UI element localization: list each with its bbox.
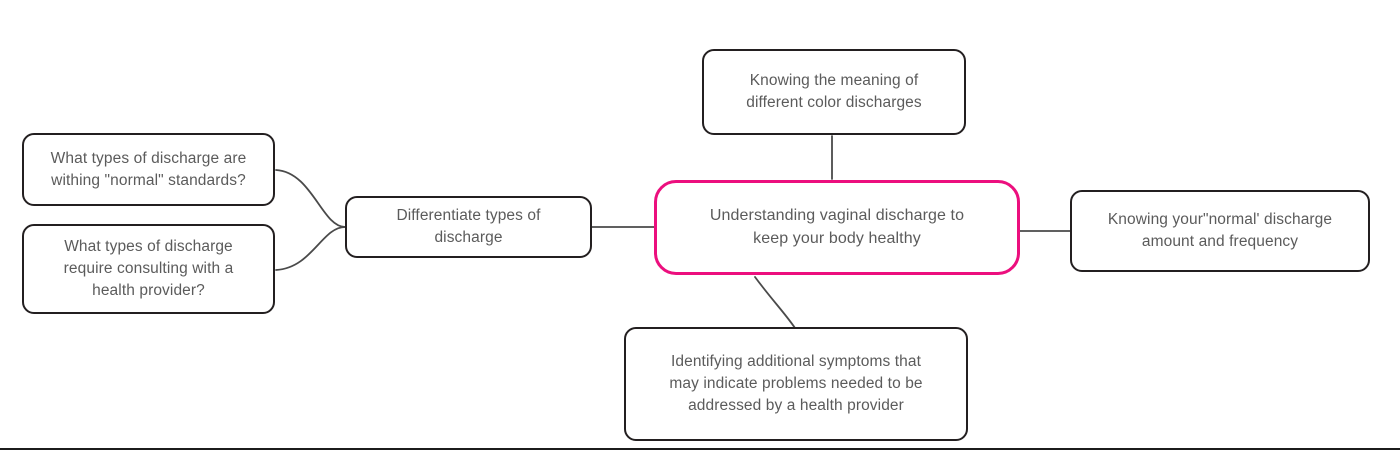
node-normal-amount-frequency[interactable]: Knowing your"normal' discharge amount an… bbox=[1070, 190, 1370, 272]
node-label-color-discharges: Knowing the meaning of different color d… bbox=[746, 72, 922, 111]
node-label-central: Understanding vaginal discharge to keep … bbox=[709, 206, 965, 247]
edge-differentiate-to-consult-provider bbox=[275, 226, 346, 271]
node-consult-provider[interactable]: What types of discharge require consulti… bbox=[22, 224, 275, 314]
node-label-additional-symptoms: Identifying additional symptoms that may… bbox=[669, 353, 923, 414]
node-additional-symptoms[interactable]: Identifying additional symptoms that may… bbox=[624, 327, 968, 441]
edge-differentiate-to-normal-standards bbox=[275, 169, 346, 228]
node-label-normal-standards: What types of discharge are withing "nor… bbox=[50, 149, 247, 189]
page-bottom-rule bbox=[0, 448, 1400, 450]
edge-central-to-additional-symptoms bbox=[754, 276, 796, 329]
node-central[interactable]: Understanding vaginal discharge to keep … bbox=[654, 180, 1020, 275]
node-differentiate-types[interactable]: Differentiate types of discharge bbox=[345, 196, 592, 258]
node-color-discharges[interactable]: Knowing the meaning of different color d… bbox=[702, 49, 966, 135]
node-normal-standards[interactable]: What types of discharge are withing "nor… bbox=[22, 133, 275, 206]
node-label-differentiate-types: Differentiate types of discharge bbox=[396, 207, 541, 246]
node-label-consult-provider: What types of discharge require consulti… bbox=[63, 238, 234, 299]
node-label-normal-amount-frequency: Knowing your"normal' discharge amount an… bbox=[1107, 211, 1333, 250]
